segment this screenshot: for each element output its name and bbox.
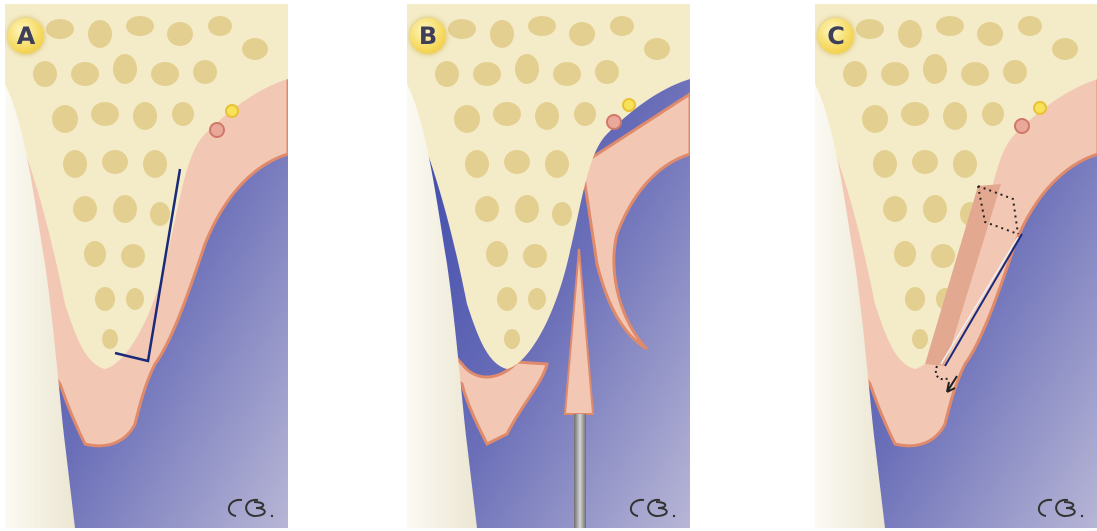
signature-mark bbox=[1030, 494, 1090, 522]
signature-mark bbox=[622, 494, 682, 522]
signature-mark bbox=[220, 494, 280, 522]
panel-c-illustration bbox=[815, 4, 1097, 528]
artery-dot bbox=[1015, 119, 1029, 133]
artery-dot bbox=[607, 115, 621, 129]
panel-a-illustration bbox=[5, 4, 288, 528]
nerve-dot bbox=[623, 99, 635, 111]
panel-label-b: B bbox=[410, 18, 446, 54]
panel-label-a: A bbox=[8, 18, 44, 54]
instrument-shaft[interactable] bbox=[574, 414, 586, 528]
panel-b: B bbox=[407, 4, 690, 528]
nerve-dot bbox=[226, 105, 238, 117]
artery-dot bbox=[210, 123, 224, 137]
panel-b-illustration bbox=[407, 4, 690, 528]
panel-a: A bbox=[5, 4, 288, 528]
panel-c: C bbox=[815, 4, 1097, 528]
panel-label-c: C bbox=[818, 18, 854, 54]
nerve-dot bbox=[1034, 102, 1046, 114]
